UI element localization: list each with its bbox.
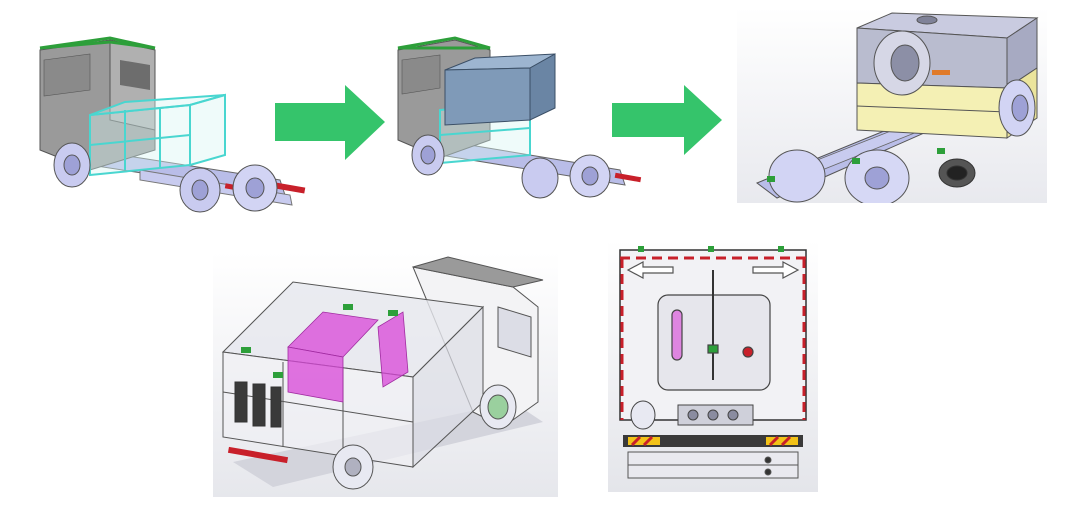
- tail-light: [274, 182, 306, 194]
- green-markers: [638, 246, 784, 252]
- rear-view-illustration: [619, 246, 807, 479]
- diagram-step-2-tank: [390, 30, 645, 200]
- cab-roof-rail: [397, 36, 491, 50]
- sweeper-illustration: [755, 12, 1039, 203]
- arrow-shape: [612, 85, 722, 155]
- isometric-illustration: [221, 256, 544, 490]
- right-arrow-icon: [752, 261, 800, 279]
- front-wheel: [998, 79, 1036, 137]
- left-arrow-icon: [626, 261, 674, 279]
- blue-tank: [444, 53, 556, 126]
- diagram-step-1-chassis: [30, 30, 310, 215]
- rear-bumper: [623, 435, 803, 447]
- diagram-isometric-body: [213, 252, 558, 497]
- chassis-frame-illustration: [39, 36, 306, 213]
- right-arrow-icon: [612, 85, 722, 155]
- diagram-rear-view: [608, 240, 818, 492]
- magenta-tank: [287, 311, 409, 403]
- green-markers: [241, 304, 398, 378]
- green-brackets: [767, 148, 945, 182]
- yellow-panel: [856, 82, 1008, 139]
- cab-roof-rail: [39, 36, 156, 50]
- rear-wheel: [179, 164, 278, 213]
- front-wheel: [411, 134, 445, 176]
- tank-window: [657, 270, 771, 391]
- rear-wheel: [332, 444, 374, 490]
- cab-window: [497, 306, 532, 358]
- cab-windshield: [401, 54, 441, 95]
- tail-light: [614, 172, 642, 183]
- rear-wheel: [521, 154, 611, 199]
- tank-illustration: [397, 36, 642, 199]
- front-wheel: [53, 142, 91, 188]
- cyan-frame: [89, 93, 226, 177]
- tail-light: [227, 446, 289, 464]
- lower-mechanics: [630, 400, 754, 430]
- cab-window: [120, 60, 150, 90]
- rear-doors: [234, 381, 282, 428]
- cab-windshield: [43, 53, 91, 97]
- diagram-step-3-sweeper: [737, 8, 1047, 203]
- rear-wheel: [768, 149, 910, 203]
- fan-housing: [873, 30, 931, 96]
- orange-bracket: [932, 70, 950, 75]
- arrow-shape: [275, 85, 385, 160]
- sweeper-brush: [938, 158, 976, 188]
- right-arrow-icon: [275, 85, 385, 160]
- front-wheel: [479, 384, 517, 430]
- lower-plates: [627, 451, 799, 479]
